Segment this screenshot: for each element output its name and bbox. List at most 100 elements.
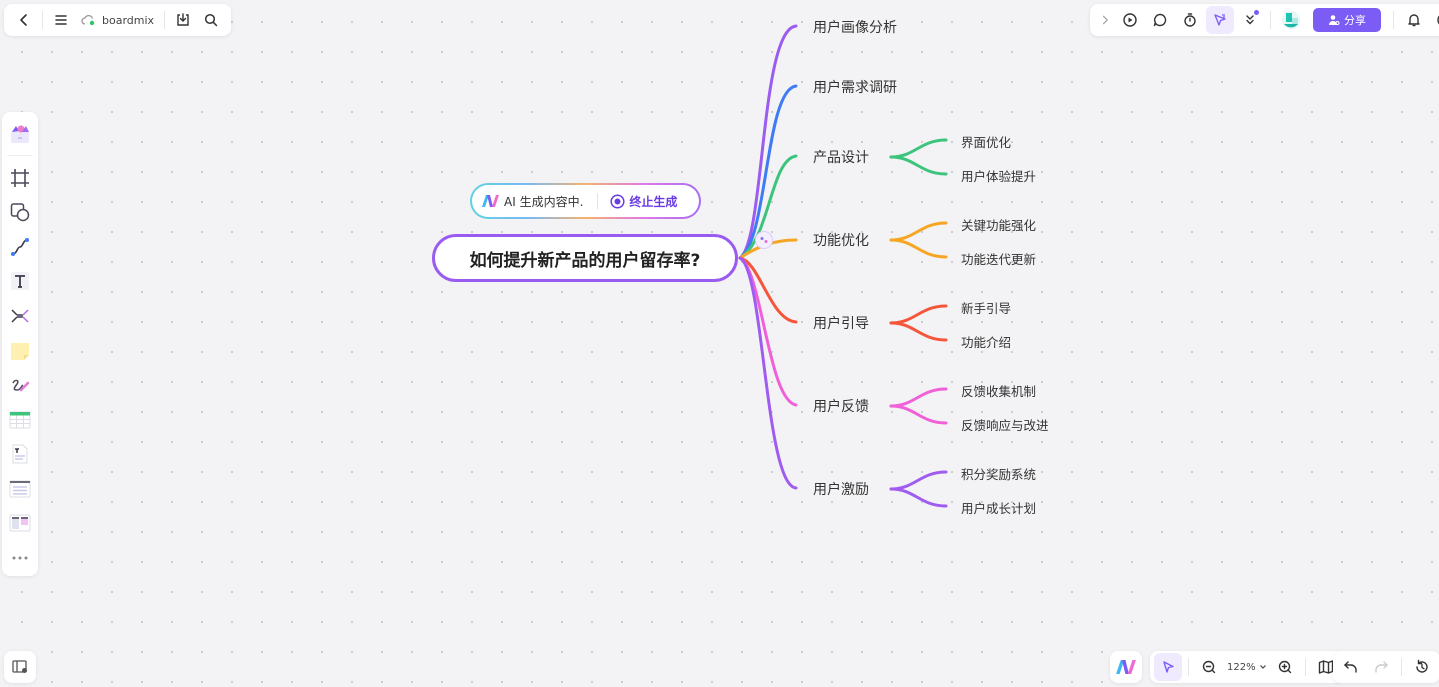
redo-button[interactable] <box>1367 653 1395 681</box>
chevron-left-icon <box>20 14 27 26</box>
timer-button[interactable] <box>1176 6 1204 34</box>
map-view-button[interactable] <box>1312 653 1340 681</box>
chevron-down-icon <box>1259 665 1266 669</box>
double-chevron-down-icon <box>1246 15 1254 25</box>
divider <box>1304 658 1306 676</box>
branch-node-1[interactable]: 用户画像分析 <box>813 20 897 36</box>
minimap-toggle[interactable] <box>4 651 36 683</box>
follow-cursor-button[interactable] <box>1206 6 1234 34</box>
share-button[interactable]: 分享 <box>1313 8 1381 32</box>
list-icon <box>9 480 31 498</box>
minimap-icon <box>12 660 27 673</box>
top-left-toolbar: boardmix <box>4 4 232 36</box>
stop-generation-button[interactable]: 终止生成 <box>610 193 677 210</box>
history-icon <box>1416 659 1428 673</box>
text-tool[interactable] <box>5 267 35 296</box>
help-icon <box>1437 15 1439 25</box>
ai-cursor-indicator <box>755 231 773 249</box>
avatar[interactable] <box>1277 6 1305 34</box>
document-tool[interactable] <box>5 440 35 469</box>
menu-button[interactable] <box>47 6 75 34</box>
leaf-node[interactable]: 功能介绍 <box>961 335 1012 350</box>
zoom-in-button[interactable] <box>1271 653 1299 681</box>
shape-icon <box>10 203 30 222</box>
mindmap-tool[interactable] <box>5 302 35 331</box>
more-tools-button[interactable] <box>1236 6 1264 34</box>
text-icon <box>11 272 29 291</box>
present-button[interactable] <box>1116 6 1144 34</box>
kanban-icon <box>9 514 31 532</box>
stop-generation-label: 终止生成 <box>629 194 678 209</box>
list-tool[interactable] <box>5 474 35 503</box>
more-icon <box>12 556 28 560</box>
download-button[interactable] <box>169 6 197 34</box>
timer-icon <box>1184 13 1196 27</box>
ai-status: AI 生成内容中. <box>482 193 583 210</box>
notifications-button[interactable] <box>1400 6 1428 34</box>
divider <box>164 11 166 29</box>
sticky-note-icon <box>11 342 29 360</box>
history-toolbar <box>1333 651 1439 683</box>
leaf-node[interactable]: 新手引导 <box>961 301 1012 316</box>
top-right-toolbar: 分享 <box>1090 4 1439 36</box>
zoom-level-dropdown[interactable]: 122% <box>1225 662 1269 673</box>
kanban-tool[interactable] <box>5 509 35 538</box>
mindmap-icon <box>11 309 29 323</box>
ai-assistant-button[interactable] <box>1110 651 1142 683</box>
redo-icon <box>1375 661 1388 673</box>
branch-node-3[interactable]: 产品设计 <box>813 150 869 166</box>
leaf-node[interactable]: 界面优化 <box>961 135 1012 150</box>
branch-node-6[interactable]: 用户反馈 <box>813 399 869 415</box>
bell-icon <box>1408 14 1420 27</box>
branch-node-5[interactable]: 用户引导 <box>813 316 869 332</box>
connector-icon <box>11 237 29 256</box>
comment-button[interactable] <box>1146 6 1174 34</box>
leaf-node[interactable]: 反馈收集机制 <box>961 384 1037 399</box>
more-tools-button[interactable] <box>5 544 35 573</box>
leaf-node[interactable]: 反馈响应与改进 <box>961 418 1049 433</box>
search-icon <box>204 13 218 27</box>
divider <box>7 154 33 156</box>
ai-status-text: AI 生成内容中. <box>504 194 584 209</box>
table-tool[interactable] <box>5 405 35 434</box>
ai-logo-icon <box>482 195 499 207</box>
connector-tool[interactable] <box>5 233 35 262</box>
leaf-node[interactable]: 积分奖励系统 <box>961 467 1037 482</box>
cloud-sync-icon <box>81 14 95 26</box>
search-button[interactable] <box>197 6 225 34</box>
undo-button[interactable] <box>1337 653 1365 681</box>
ai-logo-icon <box>1116 660 1136 674</box>
divider <box>42 11 43 29</box>
avatar-icon <box>1282 11 1300 29</box>
divider <box>1393 11 1394 29</box>
root-label: 如何提升新产品的用户留存率? <box>469 250 701 271</box>
branch-node-7[interactable]: 用户激励 <box>813 482 869 498</box>
mindmap-root-node[interactable]: 如何提升新产品的用户留存率? <box>432 234 738 282</box>
select-tool-button[interactable] <box>1154 653 1182 681</box>
shape-tool[interactable] <box>5 198 35 227</box>
play-icon <box>1123 13 1137 27</box>
leaf-node[interactable]: 用户体验提升 <box>961 169 1037 184</box>
frame-tool[interactable] <box>5 164 35 193</box>
sticky-note-tool[interactable] <box>5 336 35 365</box>
zoom-out-icon <box>1202 660 1216 674</box>
back-button[interactable] <box>10 6 38 34</box>
branch-node-2[interactable]: 用户需求调研 <box>813 80 897 96</box>
leaf-node[interactable]: 功能迭代更新 <box>961 252 1037 267</box>
help-button[interactable] <box>1430 6 1439 34</box>
divider <box>1270 11 1271 29</box>
history-button[interactable] <box>1408 653 1436 681</box>
collapse-toolbar-button[interactable] <box>1096 6 1114 34</box>
leaf-node[interactable]: 关键功能强化 <box>961 218 1037 233</box>
leaf-node[interactable]: 用户成长计划 <box>961 501 1037 516</box>
map-icon <box>1318 660 1333 674</box>
pen-tool[interactable] <box>5 371 35 400</box>
share-user-icon <box>1329 15 1340 25</box>
left-toolbar <box>2 112 38 576</box>
brand[interactable]: boardmix <box>75 14 160 27</box>
divider <box>597 193 599 209</box>
branch-node-4[interactable]: 功能优化 <box>813 233 869 249</box>
template-library-button[interactable] <box>5 120 35 149</box>
zoom-out-button[interactable] <box>1195 653 1223 681</box>
